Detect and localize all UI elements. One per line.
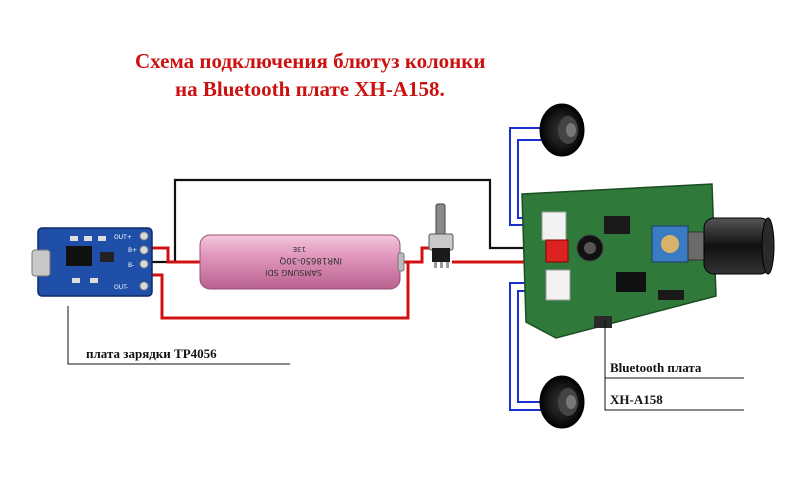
volume-knob bbox=[687, 217, 775, 275]
bt-label-leader bbox=[604, 320, 744, 411]
battery-18650: SAMSUNG SDI INR18650-30Q 13E bbox=[199, 234, 405, 290]
battery-label-3: 13E bbox=[293, 245, 306, 253]
wire-red-bottom bbox=[150, 262, 410, 320]
battery-label-1: SAMSUNG SDI bbox=[265, 268, 322, 277]
charger-label: плата зарядки TP4056 bbox=[86, 346, 217, 361]
bluetooth-board bbox=[521, 183, 717, 339]
charger-label-leader bbox=[67, 306, 290, 365]
diagram-title-line-1: Схема подключения блютуз колонки bbox=[135, 49, 486, 73]
pin-b-minus: B- bbox=[128, 262, 134, 269]
charger-board: OUT+ B+ B- OUT- bbox=[31, 227, 153, 297]
bt-board-label-line-1: Bluetooth плата bbox=[610, 360, 702, 375]
diagram-title-line-2: на Bluetooth плате XH-A158. bbox=[175, 77, 445, 101]
speaker-bottom bbox=[539, 375, 585, 429]
pin-out-plus: OUT+ bbox=[114, 234, 132, 241]
bt-board-label-line-2: XH-A158 bbox=[610, 392, 663, 407]
speaker-top bbox=[539, 103, 585, 157]
wire-red-battery bbox=[150, 246, 200, 264]
battery-label-2: INR18650-30Q bbox=[279, 255, 342, 265]
pin-out-minus: OUT- bbox=[114, 284, 128, 291]
pin-b-plus: B+ bbox=[128, 247, 137, 254]
toggle-switch bbox=[428, 203, 454, 268]
